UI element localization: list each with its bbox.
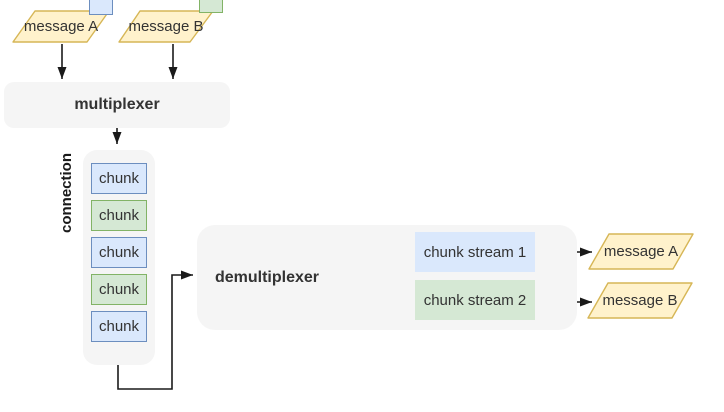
connection-label: connection (58, 153, 75, 234)
chunk-stream-2-box: chunk stream 2 (415, 280, 535, 320)
parallelogram-icon (118, 10, 214, 43)
message-a-output-label: message A (603, 243, 679, 260)
chunk-box-3: chunk (91, 237, 147, 268)
parallelogram-icon (12, 10, 110, 43)
chunk-box-4: chunk (91, 274, 147, 305)
chunk-stream-1-box: chunk stream 1 (415, 232, 535, 272)
parallelogram-icon (588, 233, 694, 270)
message-a-input-shape: message A (12, 10, 110, 43)
demultiplexer-label-wrap: demultiplexer (206, 225, 328, 330)
chunk-box-2: chunk (91, 200, 147, 231)
multiplexer-box: multiplexer (4, 82, 230, 128)
multiplexer-label: multiplexer (74, 96, 160, 113)
green-chunk-square-icon (199, 0, 223, 13)
message-b-input-label: message B (128, 18, 204, 35)
chunk-box-1: chunk (91, 163, 147, 194)
message-a-output-shape: message A (588, 233, 694, 270)
demultiplexer-label: demultiplexer (214, 268, 320, 286)
message-a-input-label: message A (23, 18, 99, 35)
message-b-input-shape: message B (118, 10, 214, 43)
blue-chunk-square-icon (89, 0, 113, 15)
message-b-output-shape: message B (587, 282, 693, 319)
chunk-box-5: chunk (91, 311, 147, 342)
parallelogram-icon (587, 282, 693, 319)
message-b-output-label: message B (602, 292, 678, 309)
